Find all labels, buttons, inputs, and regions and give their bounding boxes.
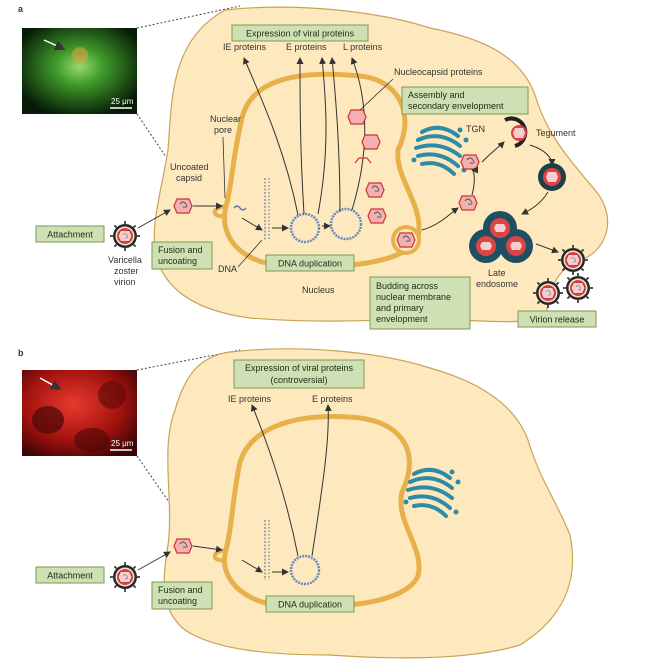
expression-arrows <box>243 57 366 216</box>
box-attachment: Attachment <box>35 225 105 243</box>
label-l-proteins: L proteins <box>343 42 383 52</box>
svg-text:nuclear membrane: nuclear membrane <box>376 292 451 302</box>
arrow-icon <box>471 166 479 196</box>
uncoated-capsid-icon <box>173 198 193 214</box>
svg-text:uncoating: uncoating <box>158 256 197 266</box>
arrow-icon <box>521 191 549 215</box>
arrow-icon <box>421 207 459 231</box>
arrow-icon <box>43 39 66 51</box>
nucleus <box>222 414 422 609</box>
label-dna: DNA <box>218 264 237 274</box>
label-tegument: Tegument <box>536 128 576 138</box>
micrograph-green: 25 μm <box>22 28 137 114</box>
nucleus <box>222 71 422 269</box>
dna-circle <box>289 212 321 244</box>
dna-strand <box>264 520 270 580</box>
svg-text:Attachment: Attachment <box>47 571 93 581</box>
box-attachment: Attachment <box>35 566 105 584</box>
label-e-proteins: E proteins <box>312 394 353 404</box>
svg-text:Expression of viral proteins: Expression of viral proteins <box>245 363 354 373</box>
dna-circle <box>289 554 321 586</box>
arrow-icon <box>535 243 559 254</box>
enveloped-virion <box>538 163 566 191</box>
expression-arrows <box>250 404 332 557</box>
leader-line <box>237 239 263 268</box>
capsid-fragment <box>354 157 372 164</box>
late-endosome <box>469 211 533 263</box>
capsid-icon <box>460 154 480 170</box>
svg-text:secondary envelopment: secondary envelopment <box>408 101 504 111</box>
label-ie-proteins: IE proteins <box>228 394 272 404</box>
arrow-icon <box>241 217 263 231</box>
dna-fragment <box>233 205 247 211</box>
svg-text:and primary: and primary <box>376 303 424 313</box>
varicella-zoster-virion-icon <box>109 220 141 252</box>
label-nucleocapsid-proteins: Nucleocapsid proteins <box>394 67 483 77</box>
svg-text:DNA duplication: DNA duplication <box>278 600 342 610</box>
svg-text:Assembly and: Assembly and <box>408 90 465 100</box>
released-virion-icon <box>532 277 564 309</box>
released-virion-icon <box>562 272 594 304</box>
uncoated-capsid-icon <box>173 538 193 554</box>
capsid-protein <box>347 109 367 125</box>
box-dna-duplication: DNA duplication <box>265 595 355 613</box>
leader-line <box>359 78 394 111</box>
capsid-icon <box>365 182 385 198</box>
box-fusion: Fusion and uncoating <box>151 241 213 270</box>
enveloping-virion <box>504 116 528 148</box>
label-nucleus: Nucleus <box>302 285 335 295</box>
capsid-icon <box>367 208 387 224</box>
label-virion-3: virion <box>114 277 136 287</box>
label-uncoated-capsid-1: Uncoated <box>170 162 209 172</box>
panel-b-letter: b <box>18 348 24 358</box>
leader-line <box>222 136 226 199</box>
zoom-guide-top <box>136 349 241 371</box>
label-late-endosome-2: endosome <box>476 279 518 289</box>
panel-a-letter: a <box>18 4 24 14</box>
label-uncoated-capsid-2: capsid <box>176 173 202 183</box>
svg-text:Fusion and: Fusion and <box>158 585 203 595</box>
micrograph-red: 25 μm <box>22 370 137 456</box>
svg-text:envelopment: envelopment <box>376 314 428 324</box>
label-nuclear-pore-1: Nuclear <box>210 114 241 124</box>
box-expression: Expression of viral proteins <box>231 24 369 42</box>
svg-text:DNA duplication: DNA duplication <box>278 259 342 269</box>
svg-text:Fusion and: Fusion and <box>158 245 203 255</box>
released-virion-icon <box>557 244 589 276</box>
box-virion-release: Virion release <box>517 310 597 328</box>
scale-bar-label: 25 μm <box>111 439 134 448</box>
arrow-icon <box>241 559 263 573</box>
arrow-icon <box>137 209 171 229</box>
svg-text:Virion release: Virion release <box>530 315 585 325</box>
scale-bar-label: 25 μm <box>111 97 134 106</box>
arrow-icon <box>137 551 171 571</box>
budding-virion <box>391 225 421 255</box>
arrow-icon <box>192 545 223 553</box>
box-assembly: Assembly and secondary envelopment <box>401 86 529 115</box>
label-e-proteins: E proteins <box>286 42 327 52</box>
zoom-guide-top <box>136 5 241 29</box>
label-virion-1: Varicella <box>108 255 142 265</box>
svg-text:Expression of viral proteins: Expression of viral proteins <box>246 29 355 39</box>
svg-text:Attachment: Attachment <box>47 230 93 240</box>
arrow-icon <box>481 141 505 163</box>
svg-text:Budding across: Budding across <box>376 281 439 291</box>
label-nuclear-pore-2: pore <box>214 125 232 135</box>
box-fusion: Fusion and uncoating <box>151 581 213 610</box>
label-tgn: TGN <box>466 124 485 134</box>
capsid-icon <box>458 195 478 211</box>
varicella-zoster-virion-icon <box>109 561 141 593</box>
label-late-endosome-1: Late <box>488 268 506 278</box>
svg-text:uncoating: uncoating <box>158 596 197 606</box>
label-ie-proteins: IE proteins <box>223 42 267 52</box>
label-virion-2: zoster <box>114 266 139 276</box>
arrow-icon <box>39 377 62 390</box>
box-budding: Budding across nuclear membrane and prim… <box>369 276 471 330</box>
box-expression: Expression of viral proteins (controvers… <box>233 359 365 389</box>
svg-text:(controversial): (controversial) <box>270 375 327 385</box>
dna-concatemer <box>329 207 363 241</box>
capsid-protein <box>361 134 381 150</box>
box-dna-duplication: DNA duplication <box>265 254 355 272</box>
